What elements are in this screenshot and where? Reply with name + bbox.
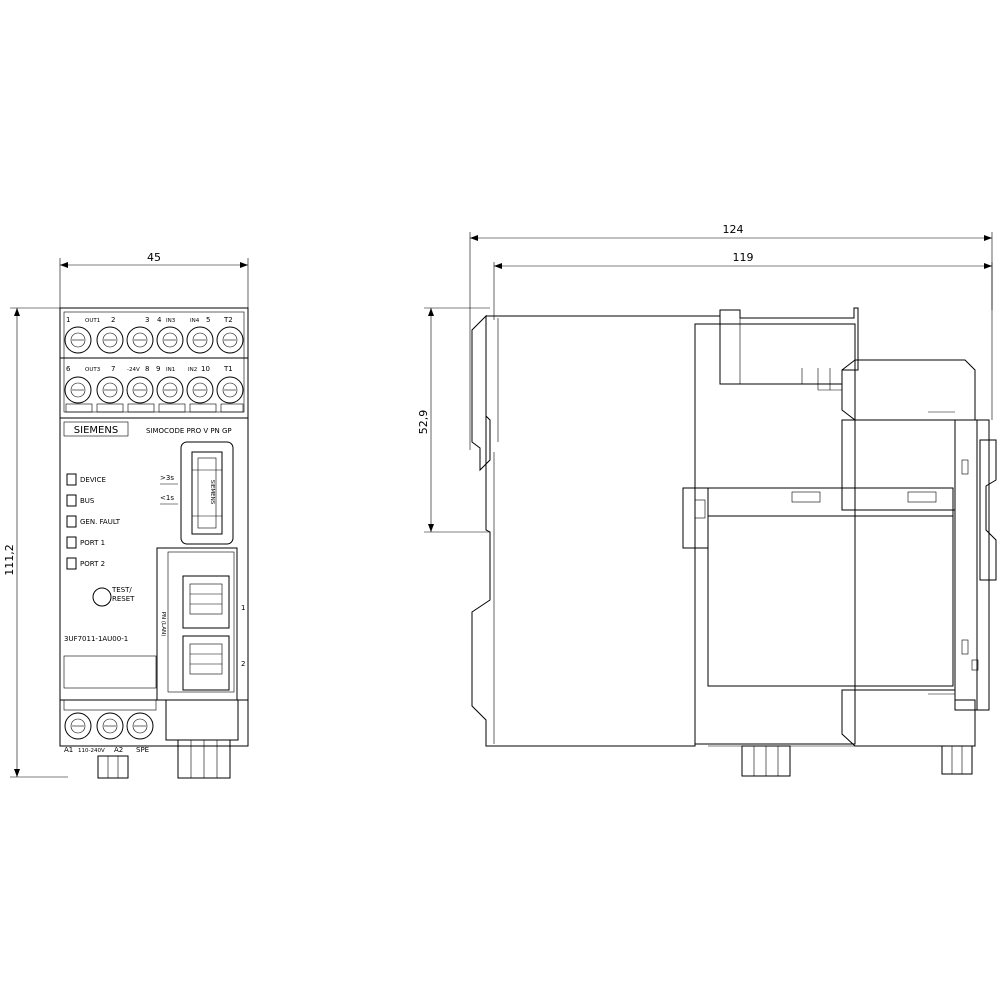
power-label: SPE [136,746,149,754]
led-label: GEN. FAULT [80,518,121,526]
front-view: 45 111,2 1 OUT1 2 3 4 IN3 IN4 5 T2 [3,251,249,779]
terminal-screw[interactable] [64,712,92,740]
power-label: A2 [114,746,123,754]
terminal-label: 9 [156,365,160,373]
terminal-label: IN4 [190,318,200,324]
interface-brand: SIEMENS [209,480,215,505]
side-rail-height-dimension: 52,9 [417,307,490,533]
front-height-label: 111,2 [3,544,16,576]
terminal-label: OUT3 [85,367,101,373]
led-bus [66,494,77,507]
terminal-label: 6 [66,365,71,373]
terminal-label: T1 [223,365,233,373]
terminal-label: 5 [206,316,210,324]
terminal-label: T2 [223,316,233,324]
system-interface[interactable]: >3s <1s SIEMENS [160,441,234,545]
front-width-label: 45 [147,251,161,264]
led-label: PORT 1 [80,539,105,547]
middle-terminal-row: 6 OUT3 7 -24V 8 9 IN1 IN2 10 T1 [64,365,244,413]
front-height-dimension: 111,2 [3,307,68,778]
terminal-screw[interactable] [64,326,92,354]
led-label: BUS [80,497,95,505]
power-terminal-row: A1 110-240V A2 SPE [63,699,157,779]
terminal-screw[interactable] [126,376,154,404]
terminal-label: OUT1 [85,318,100,324]
port-number: 1 [241,604,245,612]
terminal-label: IN3 [166,318,176,324]
side-rail-height-label: 52,9 [417,410,430,435]
led-port-2 [66,557,77,570]
terminal-label: 10 [201,365,210,373]
terminal-screw[interactable] [126,326,154,354]
terminal-label: IN2 [188,367,197,373]
terminal-screw[interactable] [126,712,154,740]
led-label: PORT 2 [80,560,105,568]
side-view: 124 119 52,9 [417,223,997,777]
test-reset-label: RESET [112,595,135,603]
led-port-1 [66,536,77,549]
led-panel: DEVICE BUS GEN. FAULT PORT 1 PORT 2 [66,473,121,570]
front-width-dimension: 45 [59,251,249,308]
terminal-label: 8 [145,365,149,373]
terminal-screw[interactable] [156,376,184,404]
side-total-width-label: 124 [723,223,744,236]
terminal-screw[interactable] [216,326,244,354]
power-label: 110-240V [78,748,105,754]
terminal-label: 2 [111,316,115,324]
interface-hint: >3s [160,474,174,482]
terminal-screw[interactable] [96,712,124,740]
terminal-label: 3 [145,316,149,324]
terminal-screw[interactable] [186,326,214,354]
lan-ports: PN (LAN) 1 2 [156,547,245,701]
side-total-width-dimension: 124 [469,223,993,450]
led-gen-fault [66,515,77,528]
terminal-label: 4 [157,316,162,324]
part-number: 3UF7011-1AU00-1 [64,635,128,643]
port-number: 2 [241,660,245,668]
terminal-label: 1 [66,316,70,324]
terminal-screw[interactable] [64,376,92,404]
test-reset-button[interactable]: TEST/ RESET [92,586,135,607]
lan-label: PN (LAN) [160,612,166,637]
power-label: A1 [64,746,73,754]
ethernet-port-1[interactable] [182,575,230,629]
terminal-screw[interactable] [156,326,184,354]
terminal-screw[interactable] [216,376,244,404]
terminal-label: 7 [111,365,115,373]
top-terminal-row: 1 OUT1 2 3 4 IN3 IN4 5 T2 [64,316,244,354]
led-label: DEVICE [80,476,106,484]
terminal-screw[interactable] [96,326,124,354]
side-body-width-label: 119 [733,251,754,264]
led-device [66,473,77,486]
brand-logo: SIEMENS [74,425,118,436]
interface-hint: <1s [160,494,174,502]
test-reset-label: TEST/ [111,586,132,594]
terminal-label: -24V [127,367,140,373]
terminal-screw[interactable] [186,376,214,404]
product-name: SIMOCODE PRO V PN GP [146,427,232,435]
terminal-label: IN1 [166,367,175,373]
ethernet-port-2[interactable] [182,635,230,691]
side-body-width-dimension: 119 [493,251,993,320]
terminal-screw[interactable] [96,376,124,404]
